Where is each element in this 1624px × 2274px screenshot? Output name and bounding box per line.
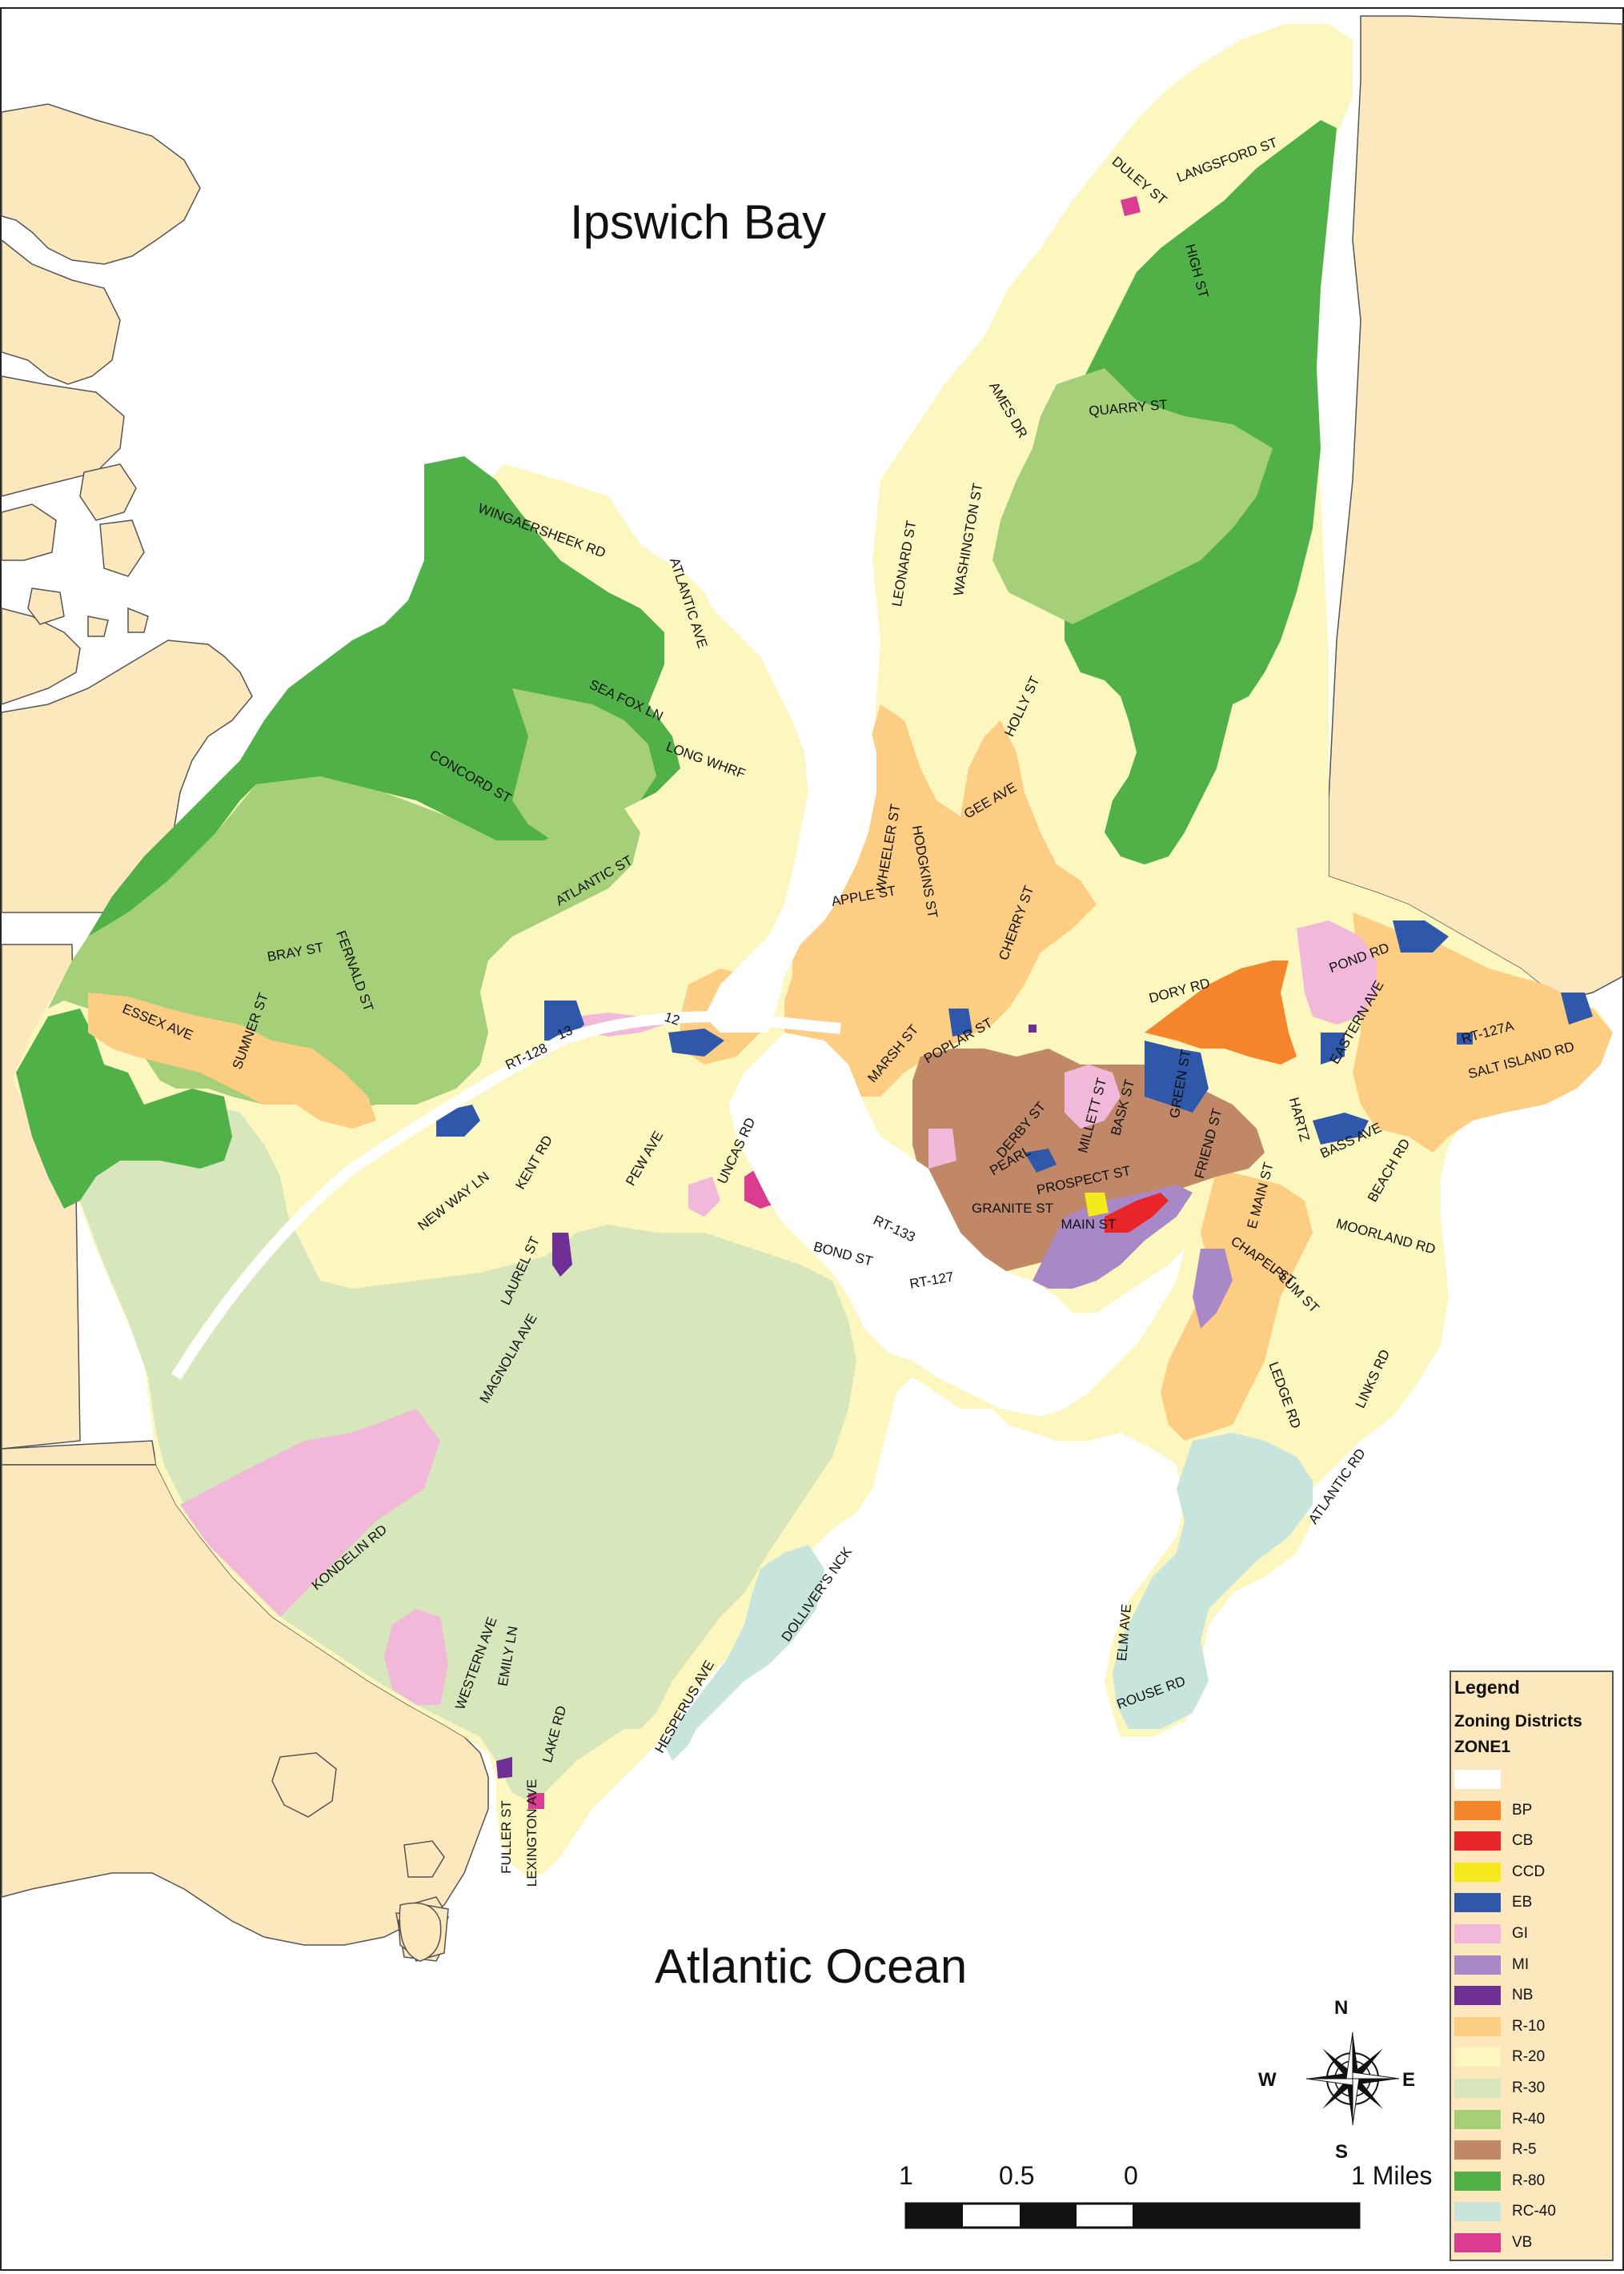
compass-north: N <box>1334 1997 1349 2019</box>
legend-label: R-30 <box>1512 2079 1546 2096</box>
legend-label: BP <box>1512 1801 1533 1819</box>
legend-swatch <box>1454 1893 1501 1913</box>
legend-swatch <box>1454 2016 1501 2036</box>
scale-label-0: 0 <box>1124 2161 1138 2190</box>
legend-swatch <box>1454 1955 1501 1975</box>
legend-subtitle: Zoning Districts <box>1454 1712 1582 1731</box>
compass-rose <box>1305 2031 1400 2126</box>
scale-label-1: 1 <box>899 2161 913 2190</box>
legend-item: R-80 <box>1454 2170 1611 2192</box>
legend-swatch <box>1454 2233 1501 2252</box>
ipswich-bay-label: Ipswich Bay <box>570 195 827 249</box>
legend: Legend Zoning Districts ZONE1 BP CB CCD EB G… <box>1450 1670 1614 2261</box>
legend-item: GI <box>1454 1923 1611 1945</box>
legend-label: R-5 <box>1512 2141 1537 2159</box>
legend-label: CCD <box>1512 1863 1546 1880</box>
legend-label: R-10 <box>1512 2017 1546 2035</box>
compass-east: E <box>1402 2069 1416 2091</box>
legend-swatch <box>1454 1831 1501 1851</box>
legend-item: BP <box>1454 1799 1611 1822</box>
street-label: 12 <box>663 1009 682 1029</box>
legend-label: VB <box>1512 2234 1533 2251</box>
legend-item: RC-40 <box>1454 2200 1611 2223</box>
legend-item: MI <box>1454 1954 1611 1976</box>
legend-swatch <box>1454 2171 1501 2191</box>
street-label: LEXINGTON AVE <box>524 1779 539 1887</box>
legend-swatch <box>1454 1770 1501 1789</box>
legend-label: R-80 <box>1512 2172 1546 2189</box>
surrounding-land <box>1 15 1623 1963</box>
legend-item: CCD <box>1454 1861 1611 1883</box>
legend-item: CB <box>1454 1830 1611 1852</box>
legend-label: R-20 <box>1512 2048 1546 2066</box>
scale-label-1-miles: 1 Miles <box>1351 2161 1433 2190</box>
legend-label: EB <box>1512 1894 1533 1911</box>
legend-item: EB <box>1454 1891 1611 1914</box>
legend-label: RC-40 <box>1512 2203 1556 2220</box>
legend-swatch <box>1454 1862 1501 1882</box>
legend-item: NB <box>1454 1984 1611 2007</box>
legend-swatch <box>1454 2202 1501 2222</box>
street-label: MAIN ST <box>1061 1217 1117 1232</box>
legend-field: ZONE1 <box>1454 1738 1511 1756</box>
legend-swatch <box>1454 2140 1501 2160</box>
atlantic-ocean-label: Atlantic Ocean <box>655 1939 968 1993</box>
legend-swatch <box>1454 2047 1501 2067</box>
legend-item: R-40 <box>1454 2108 1611 2131</box>
legend-item <box>1454 1768 1611 1791</box>
legend-item: R-5 <box>1454 2139 1611 2161</box>
scale-label-0-5: 0.5 <box>999 2161 1035 2190</box>
legend-title: Legend <box>1454 1677 1520 1698</box>
street-label: GRANITE ST <box>972 1201 1053 1216</box>
legend-label: GI <box>1512 1925 1529 1942</box>
legend-label: CB <box>1512 1832 1534 1850</box>
compass-south: S <box>1335 2141 1349 2163</box>
inner-harbor-water <box>728 1033 1185 1417</box>
legend-label: NB <box>1512 1987 1534 2004</box>
scale-bar <box>904 2202 1361 2229</box>
legend-label: MI <box>1512 1955 1530 1973</box>
legend-swatch <box>1454 1924 1501 1943</box>
legend-swatch <box>1454 1986 1501 2006</box>
legend-swatch <box>1454 1800 1501 1820</box>
legend-item: R-10 <box>1454 2015 1611 2038</box>
legend-item: VB <box>1454 2232 1611 2254</box>
compass-west: W <box>1258 2069 1277 2091</box>
legend-item: R-20 <box>1454 2046 1611 2068</box>
annisquam-river <box>688 496 876 1033</box>
legend-swatch <box>1454 2109 1501 2129</box>
legend-label: R-40 <box>1512 2110 1546 2128</box>
legend-swatch <box>1454 2079 1501 2098</box>
street-label: FULLER ST <box>499 1800 514 1874</box>
legend-item: R-30 <box>1454 2077 1611 2100</box>
